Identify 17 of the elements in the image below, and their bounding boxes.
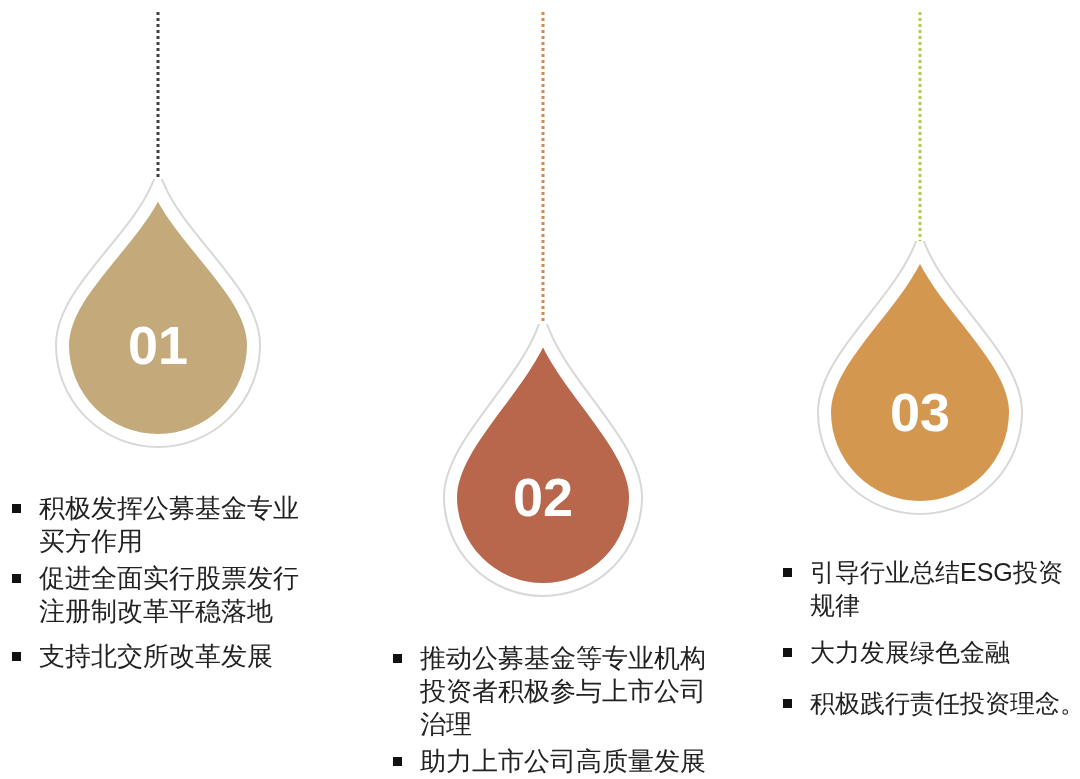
list-item: 促进全面实行股票发行注册制改革平稳落地 (39, 562, 300, 628)
list-item: 推动公募基金等专业机构投资者积极参与上市公司治理 (420, 642, 707, 741)
dotted-line (156, 12, 160, 179)
dotted-line (541, 12, 545, 324)
step-number: 01 (126, 315, 190, 375)
list-item: 大力发展绿色金融 (810, 637, 1011, 668)
list-item: 引导行业总结ESG投资规律 (810, 557, 1064, 621)
step-number: 03 (888, 382, 952, 442)
list-item: 支持北交所改革发展 (39, 640, 274, 673)
drop-shape (54, 179, 262, 449)
drop-shape (816, 241, 1024, 516)
list-item: 积极发挥公募基金专业买方作用 (39, 492, 300, 558)
list-item: 助力上市公司高质量发展 (420, 745, 707, 778)
list-item: 积极践行责任投资理念。 (810, 688, 1080, 719)
step-number: 02 (511, 467, 575, 527)
drop-shape (442, 324, 644, 598)
dotted-line (918, 12, 922, 241)
